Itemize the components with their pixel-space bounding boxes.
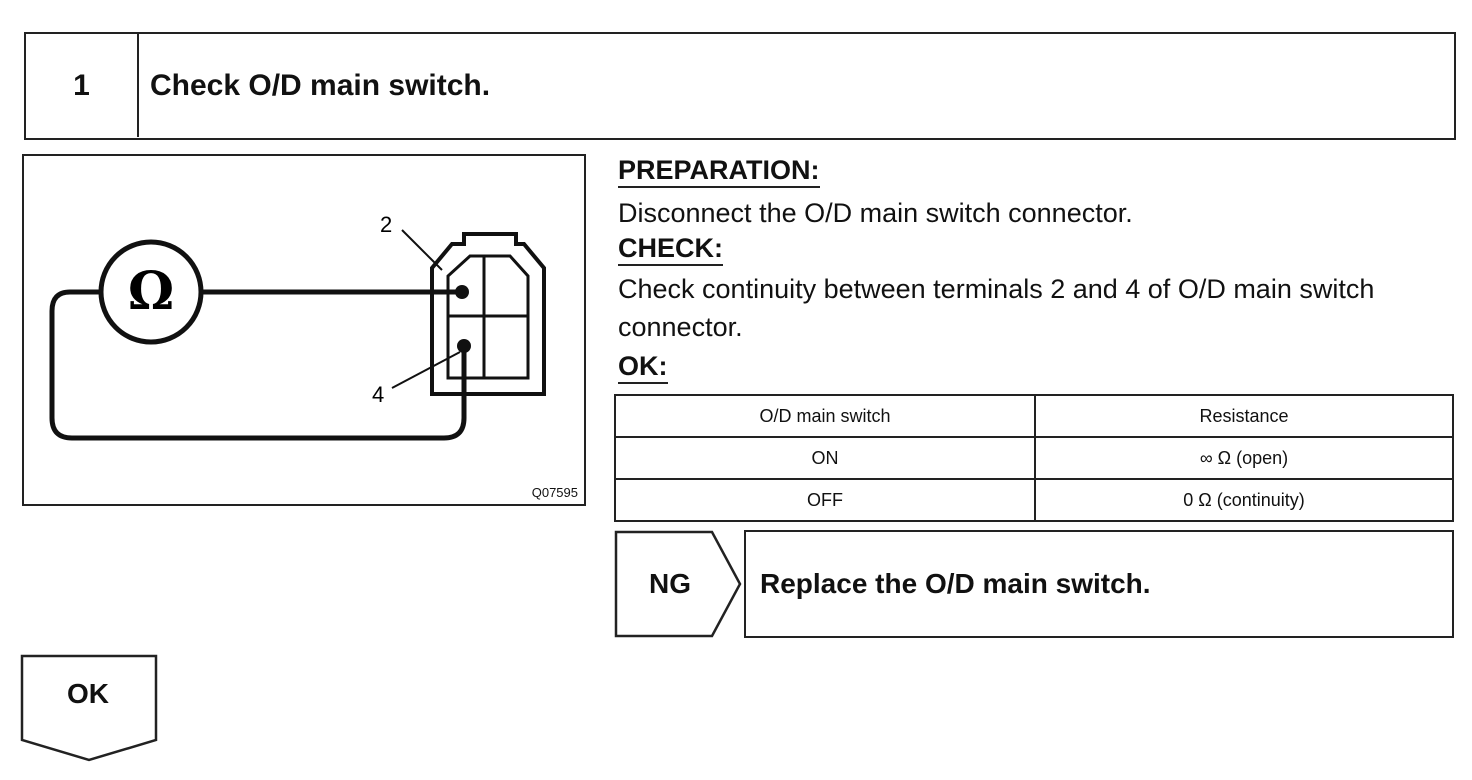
ohmmeter-diagram: Ω 2 4 Q07595 [22, 154, 586, 506]
table-header-row: O/D main switch Resistance [614, 394, 1454, 438]
ohm-symbol: Ω [128, 261, 174, 322]
table-header-cell: Resistance [1034, 394, 1454, 438]
check-heading: CHECK: [618, 232, 723, 266]
check-text: Check continuity between terminals 2 and… [618, 274, 1375, 342]
resistance-spec-table: O/D main switch Resistance ON ∞ Ω (open)… [614, 394, 1454, 522]
terminal-4-dot [457, 339, 471, 353]
terminal-2-label: 2 [380, 212, 392, 237]
table-row: OFF 0 Ω (continuity) [614, 478, 1454, 522]
step-title: Check O/D main switch. [150, 68, 491, 102]
ng-action-box: Replace the O/D main switch. [744, 530, 1454, 638]
right-arrow-shape [614, 530, 742, 638]
terminal-4-label: 4 [372, 382, 384, 407]
table-cell: ∞ Ω (open) [1034, 436, 1454, 480]
ok-heading: OK: [618, 350, 668, 384]
table-cell: ON [614, 436, 1036, 480]
connector-housing [430, 232, 546, 396]
connector-wiring-diagram: Ω 2 4 [49, 212, 546, 441]
step-header: 1 Check O/D main switch. [24, 32, 1456, 140]
figure-code: Q07595 [531, 485, 578, 500]
table-row: ON ∞ Ω (open) [614, 436, 1454, 480]
table-cell: 0 Ω (continuity) [1034, 478, 1454, 522]
table-cell: OFF [614, 478, 1036, 522]
step-number: 1 [26, 34, 139, 137]
preparation-heading: PREPARATION: [618, 154, 820, 188]
ok-label: OK [67, 678, 109, 709]
lead-wire-bottom [49, 289, 467, 441]
table-header-cell: O/D main switch [614, 394, 1036, 438]
ok-branch-tag: OK [20, 654, 160, 764]
preparation-text: Disconnect the O/D main switch connector… [618, 198, 1133, 228]
ng-label: NG [649, 568, 691, 599]
down-arrow-shape [20, 654, 158, 762]
connector-inner [446, 254, 530, 380]
terminal-2-dot [455, 285, 469, 299]
ng-branch-tag: NG [614, 530, 744, 638]
